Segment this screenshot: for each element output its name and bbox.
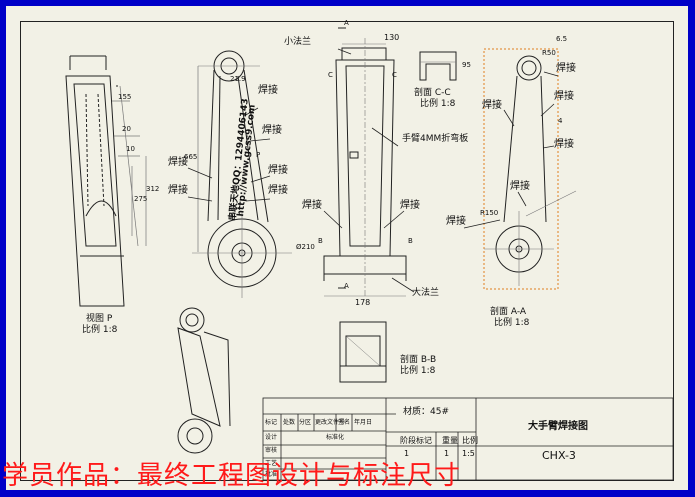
tb-ratio: 比例 — [462, 436, 478, 445]
weld-label: 焊接 — [258, 85, 278, 96]
tb-row1-col6: 年月日 — [354, 419, 373, 426]
tb-row1-col5: 签名 — [338, 419, 351, 426]
section-mark-a: A — [344, 282, 349, 290]
weld-label: 焊接 — [302, 200, 322, 211]
weld-label: 焊接 — [268, 165, 288, 176]
drawing-sheet: 小法兰 大法兰 手臂4MM折弯板 剖面 C-C 比例 1:8 剖面 A-A 比例… — [6, 6, 688, 490]
tb-sheet-1: 1 — [404, 449, 410, 458]
tb-review: 审核 — [265, 447, 278, 454]
view-p-scale: 比例 1:8 — [82, 325, 118, 335]
dim-r150: R150 — [480, 209, 499, 217]
tb-weight: 重量 — [442, 436, 458, 445]
tb-row1-col4: 更改文件号 — [315, 419, 346, 426]
tb-standard: 标准化 — [326, 434, 345, 441]
tb-sheet-2: 1 — [444, 449, 450, 458]
section-mark-c: C — [328, 71, 333, 79]
weld-label: 焊接 — [554, 91, 574, 102]
dim-21-9: 21.9 — [230, 75, 246, 83]
section-cc-geometry — [419, 51, 457, 81]
drawing-geometry — [65, 27, 674, 481]
weld-label: 焊接 — [482, 100, 502, 111]
tb-design: 设计 — [265, 434, 278, 441]
weld-label: 焊接 — [168, 185, 188, 196]
title-block-geometry — [262, 397, 674, 481]
tb-stage: 阶段标记 — [400, 436, 432, 445]
weld-leaders — [187, 48, 559, 293]
drawing-code: CHX-3 — [542, 449, 576, 462]
tb-approve: 批准 — [265, 471, 278, 478]
tb-row1-col2: 处数 — [283, 419, 296, 426]
weld-label: 焊接 — [400, 200, 420, 211]
section-mark-b: B — [318, 237, 323, 245]
section-mark-a: A — [344, 19, 349, 27]
dim-10: 10 — [126, 145, 135, 153]
dim-95: 95 — [462, 61, 471, 69]
dim-275: 275 — [134, 195, 148, 203]
dim-178: 178 — [355, 298, 371, 307]
section-bb-scale: 比例 1:8 — [400, 366, 436, 376]
weld-label: 焊接 — [268, 185, 288, 196]
weld-label: 焊接 — [554, 139, 574, 150]
section-cc-scale: 比例 1:8 — [420, 99, 456, 109]
large-flange-label: 大法兰 — [412, 288, 440, 298]
tb-row1-col1: 标记 — [265, 419, 278, 426]
tb-scale-value: 1:5 — [462, 449, 475, 458]
dim-20: 20 — [122, 125, 131, 133]
middle-view-geometry — [323, 27, 407, 297]
small-flange-label: 小法兰 — [284, 37, 312, 47]
view-p-geometry — [65, 55, 147, 307]
section-aa-scale: 比例 1:8 — [494, 318, 530, 328]
section-aa-title: 剖面 A-A — [490, 307, 527, 317]
isometric-view-geometry — [177, 307, 231, 454]
section-mark-c: C — [392, 71, 397, 79]
arm-plate-label: 手臂4MM折弯板 — [402, 134, 469, 144]
dim-155: 155 — [118, 93, 132, 101]
tb-row1-col3: 分区 — [299, 419, 312, 426]
tb-process: 工艺 — [265, 460, 278, 467]
front-view-geometry — [192, 50, 292, 298]
section-bb-title: 剖面 B-B — [400, 355, 437, 365]
dim-6-5: 6.5 — [556, 35, 568, 43]
dim-4: 4 — [558, 117, 563, 125]
weld-label: 焊接 — [168, 157, 188, 168]
section-aa-geometry — [483, 48, 577, 290]
drawing-title: 大手臂焊接图 — [528, 421, 588, 432]
section-cc-title: 剖面 C-C — [414, 88, 451, 98]
weld-label: 焊接 — [556, 63, 576, 74]
dim-r50: R50 — [542, 49, 556, 57]
dim-665: 665 — [184, 153, 198, 161]
drawing-frame — [20, 21, 674, 481]
material-label: 材质：45# — [403, 407, 449, 417]
dim-312: 312 — [146, 185, 160, 193]
weld-label: 焊接 — [510, 181, 530, 192]
section-mark-b: B — [408, 237, 413, 245]
view-mark-p: P — [256, 151, 261, 159]
weld-label: 焊接 — [446, 216, 466, 227]
dim-130: 130 — [384, 33, 400, 42]
weld-label: 焊接 — [262, 125, 282, 136]
dim-210: Ø210 — [296, 243, 315, 251]
student-work-caption: 学员作品：最终工程图设计与标注尺寸 — [2, 461, 462, 491]
section-bb-geometry — [339, 321, 387, 383]
view-p-title: 视图 P — [86, 314, 113, 324]
